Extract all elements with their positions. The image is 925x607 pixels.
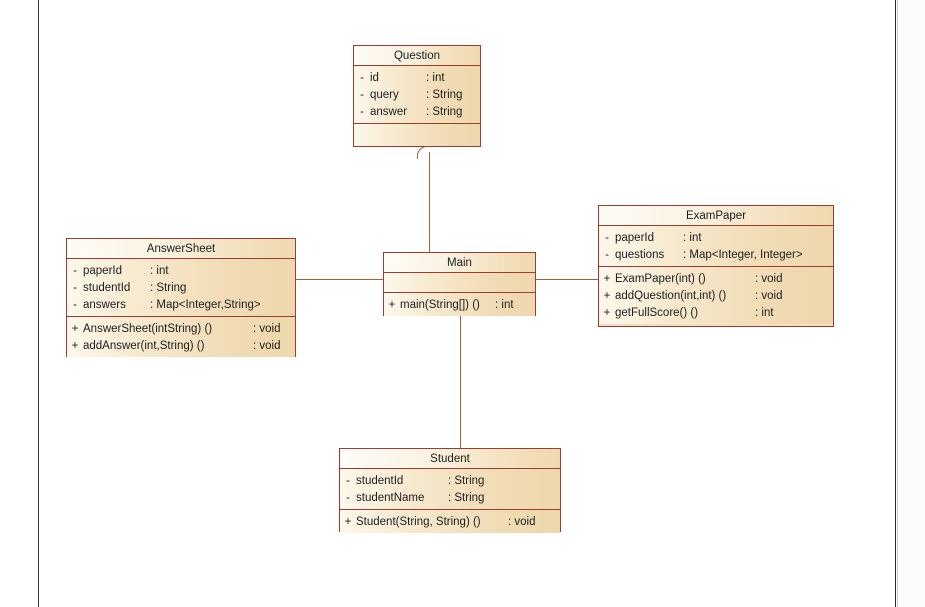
operation-return-type: : void xyxy=(253,322,281,335)
visibility-marker: - xyxy=(605,231,609,244)
page-frame-right-rule-soft xyxy=(897,0,898,607)
attribute-type: : String xyxy=(426,88,463,101)
attribute-name: questions xyxy=(615,248,665,261)
operation-row: + ExamPaper(int) () : void xyxy=(599,270,833,287)
visibility-marker: + xyxy=(603,306,611,319)
operation-name: ExamPaper(int) () xyxy=(615,272,706,285)
attribute-row: - questions : Map<Integer, Integer> xyxy=(599,246,833,263)
attribute-name: answers xyxy=(83,298,126,311)
attribute-name: studentName xyxy=(356,491,425,504)
visibility-marker: - xyxy=(346,474,350,487)
attribute-type: : String xyxy=(448,491,485,504)
attribute-type: : int xyxy=(683,231,702,244)
visibility-marker: - xyxy=(360,88,364,101)
attribute-type: : String xyxy=(426,105,463,118)
class-name-answersheet: AnswerSheet xyxy=(67,239,295,259)
attribute-row: - query : String xyxy=(354,86,480,103)
visibility-marker: + xyxy=(603,272,611,285)
operation-name: AnswerSheet(intString) () xyxy=(83,322,213,335)
page-frame-right-rule xyxy=(895,0,896,607)
attribute-type: : int xyxy=(426,71,445,84)
operation-name: Student(String, String) () xyxy=(356,515,481,528)
attribute-row: - studentName : String xyxy=(340,489,560,506)
visibility-marker: - xyxy=(360,105,364,118)
attribute-name: query xyxy=(370,88,399,101)
attribute-name: studentId xyxy=(83,281,131,294)
attribute-type: : String xyxy=(150,281,187,294)
visibility-marker: + xyxy=(603,289,611,302)
operation-name: addQuestion(int,int) () xyxy=(615,289,727,302)
association-answersheet-main xyxy=(296,279,383,280)
operation-row: + addQuestion(int,int) () : void xyxy=(599,287,833,304)
class-operations-main: + main(String[]) () : int xyxy=(384,293,535,316)
attribute-type: : String xyxy=(448,474,485,487)
attribute-name: paperId xyxy=(615,231,655,244)
operation-name: main(String[]) () xyxy=(400,298,480,311)
visibility-marker: - xyxy=(73,264,77,277)
class-operations-student: + Student(String, String) () : void xyxy=(340,510,560,533)
visibility-marker: - xyxy=(346,491,350,504)
operation-row: + main(String[]) () : int xyxy=(384,296,535,313)
class-attributes-question: - id : int - query : String - answer : S… xyxy=(354,66,480,124)
attribute-name: paperId xyxy=(83,264,123,277)
class-name-question: Question xyxy=(354,46,480,66)
class-attributes-main xyxy=(384,273,535,293)
operation-row: + Student(String, String) () : void xyxy=(340,513,560,530)
operation-row: + addAnswer(int,String) () : void xyxy=(67,337,295,354)
visibility-marker: + xyxy=(388,298,396,311)
visibility-marker: + xyxy=(71,322,79,335)
class-box-main[interactable]: Main + main(String[]) () : int xyxy=(383,252,536,316)
association-main-student xyxy=(460,316,461,448)
class-box-exampaper[interactable]: ExamPaper - paperId : int - questions : … xyxy=(598,205,834,327)
association-question-main xyxy=(429,152,430,252)
operation-return-type: : int xyxy=(495,298,514,311)
operation-return-type: : int xyxy=(755,306,774,319)
attribute-name: id xyxy=(370,71,379,84)
visibility-marker: + xyxy=(344,515,352,528)
attribute-row: - id : int xyxy=(354,69,480,86)
attribute-row: - paperId : int xyxy=(599,229,833,246)
attribute-type: : Map<Integer, Integer> xyxy=(683,248,803,261)
class-name-main: Main xyxy=(384,253,535,273)
attribute-name: answer xyxy=(370,105,408,118)
class-box-answersheet[interactable]: AnswerSheet - paperId : int - studentId … xyxy=(66,238,296,357)
visibility-marker: - xyxy=(360,71,364,84)
class-operations-answersheet: + AnswerSheet(intString) () : void + add… xyxy=(67,317,295,357)
operation-row: + getFullScore() () : int xyxy=(599,304,833,321)
attribute-row: - studentId : String xyxy=(67,279,295,296)
class-operations-exampaper: + ExamPaper(int) () : void + addQuestion… xyxy=(599,267,833,324)
attribute-row: - paperId : int xyxy=(67,262,295,279)
operation-return-type: : void xyxy=(253,339,281,352)
operation-return-type: : void xyxy=(755,272,783,285)
visibility-marker: + xyxy=(71,339,79,352)
operation-name: getFullScore() () xyxy=(615,306,699,319)
class-name-student: Student xyxy=(340,449,560,469)
operation-row: + AnswerSheet(intString) () : void xyxy=(67,320,295,337)
class-attributes-answersheet: - paperId : int - studentId : String - a… xyxy=(67,259,295,317)
class-attributes-exampaper: - paperId : int - questions : Map<Intege… xyxy=(599,226,833,267)
class-box-question[interactable]: Question - id : int - query : String - a… xyxy=(353,45,481,147)
operation-return-type: : void xyxy=(755,289,783,302)
class-operations-question xyxy=(354,124,480,146)
visibility-marker: - xyxy=(73,281,77,294)
attribute-type: : int xyxy=(150,264,169,277)
attribute-row: - answer : String xyxy=(354,103,480,120)
visibility-marker: - xyxy=(605,248,609,261)
page-outside-area xyxy=(898,0,925,607)
attribute-name: studentId xyxy=(356,474,404,487)
visibility-marker: - xyxy=(73,298,77,311)
class-name-exampaper: ExamPaper xyxy=(599,206,833,226)
class-box-student[interactable]: Student - studentId : String - studentNa… xyxy=(339,448,561,533)
attribute-row: - answers : Map<Integer,String> xyxy=(67,296,295,313)
attribute-type: : Map<Integer,String> xyxy=(150,298,261,311)
class-attributes-student: - studentId : String - studentName : Str… xyxy=(340,469,560,510)
operation-name: addAnswer(int,String) () xyxy=(83,339,205,352)
page-frame-left-rule xyxy=(38,0,39,607)
association-main-exampaper xyxy=(536,279,598,280)
operation-return-type: : void xyxy=(508,515,536,528)
attribute-row: - studentId : String xyxy=(340,472,560,489)
